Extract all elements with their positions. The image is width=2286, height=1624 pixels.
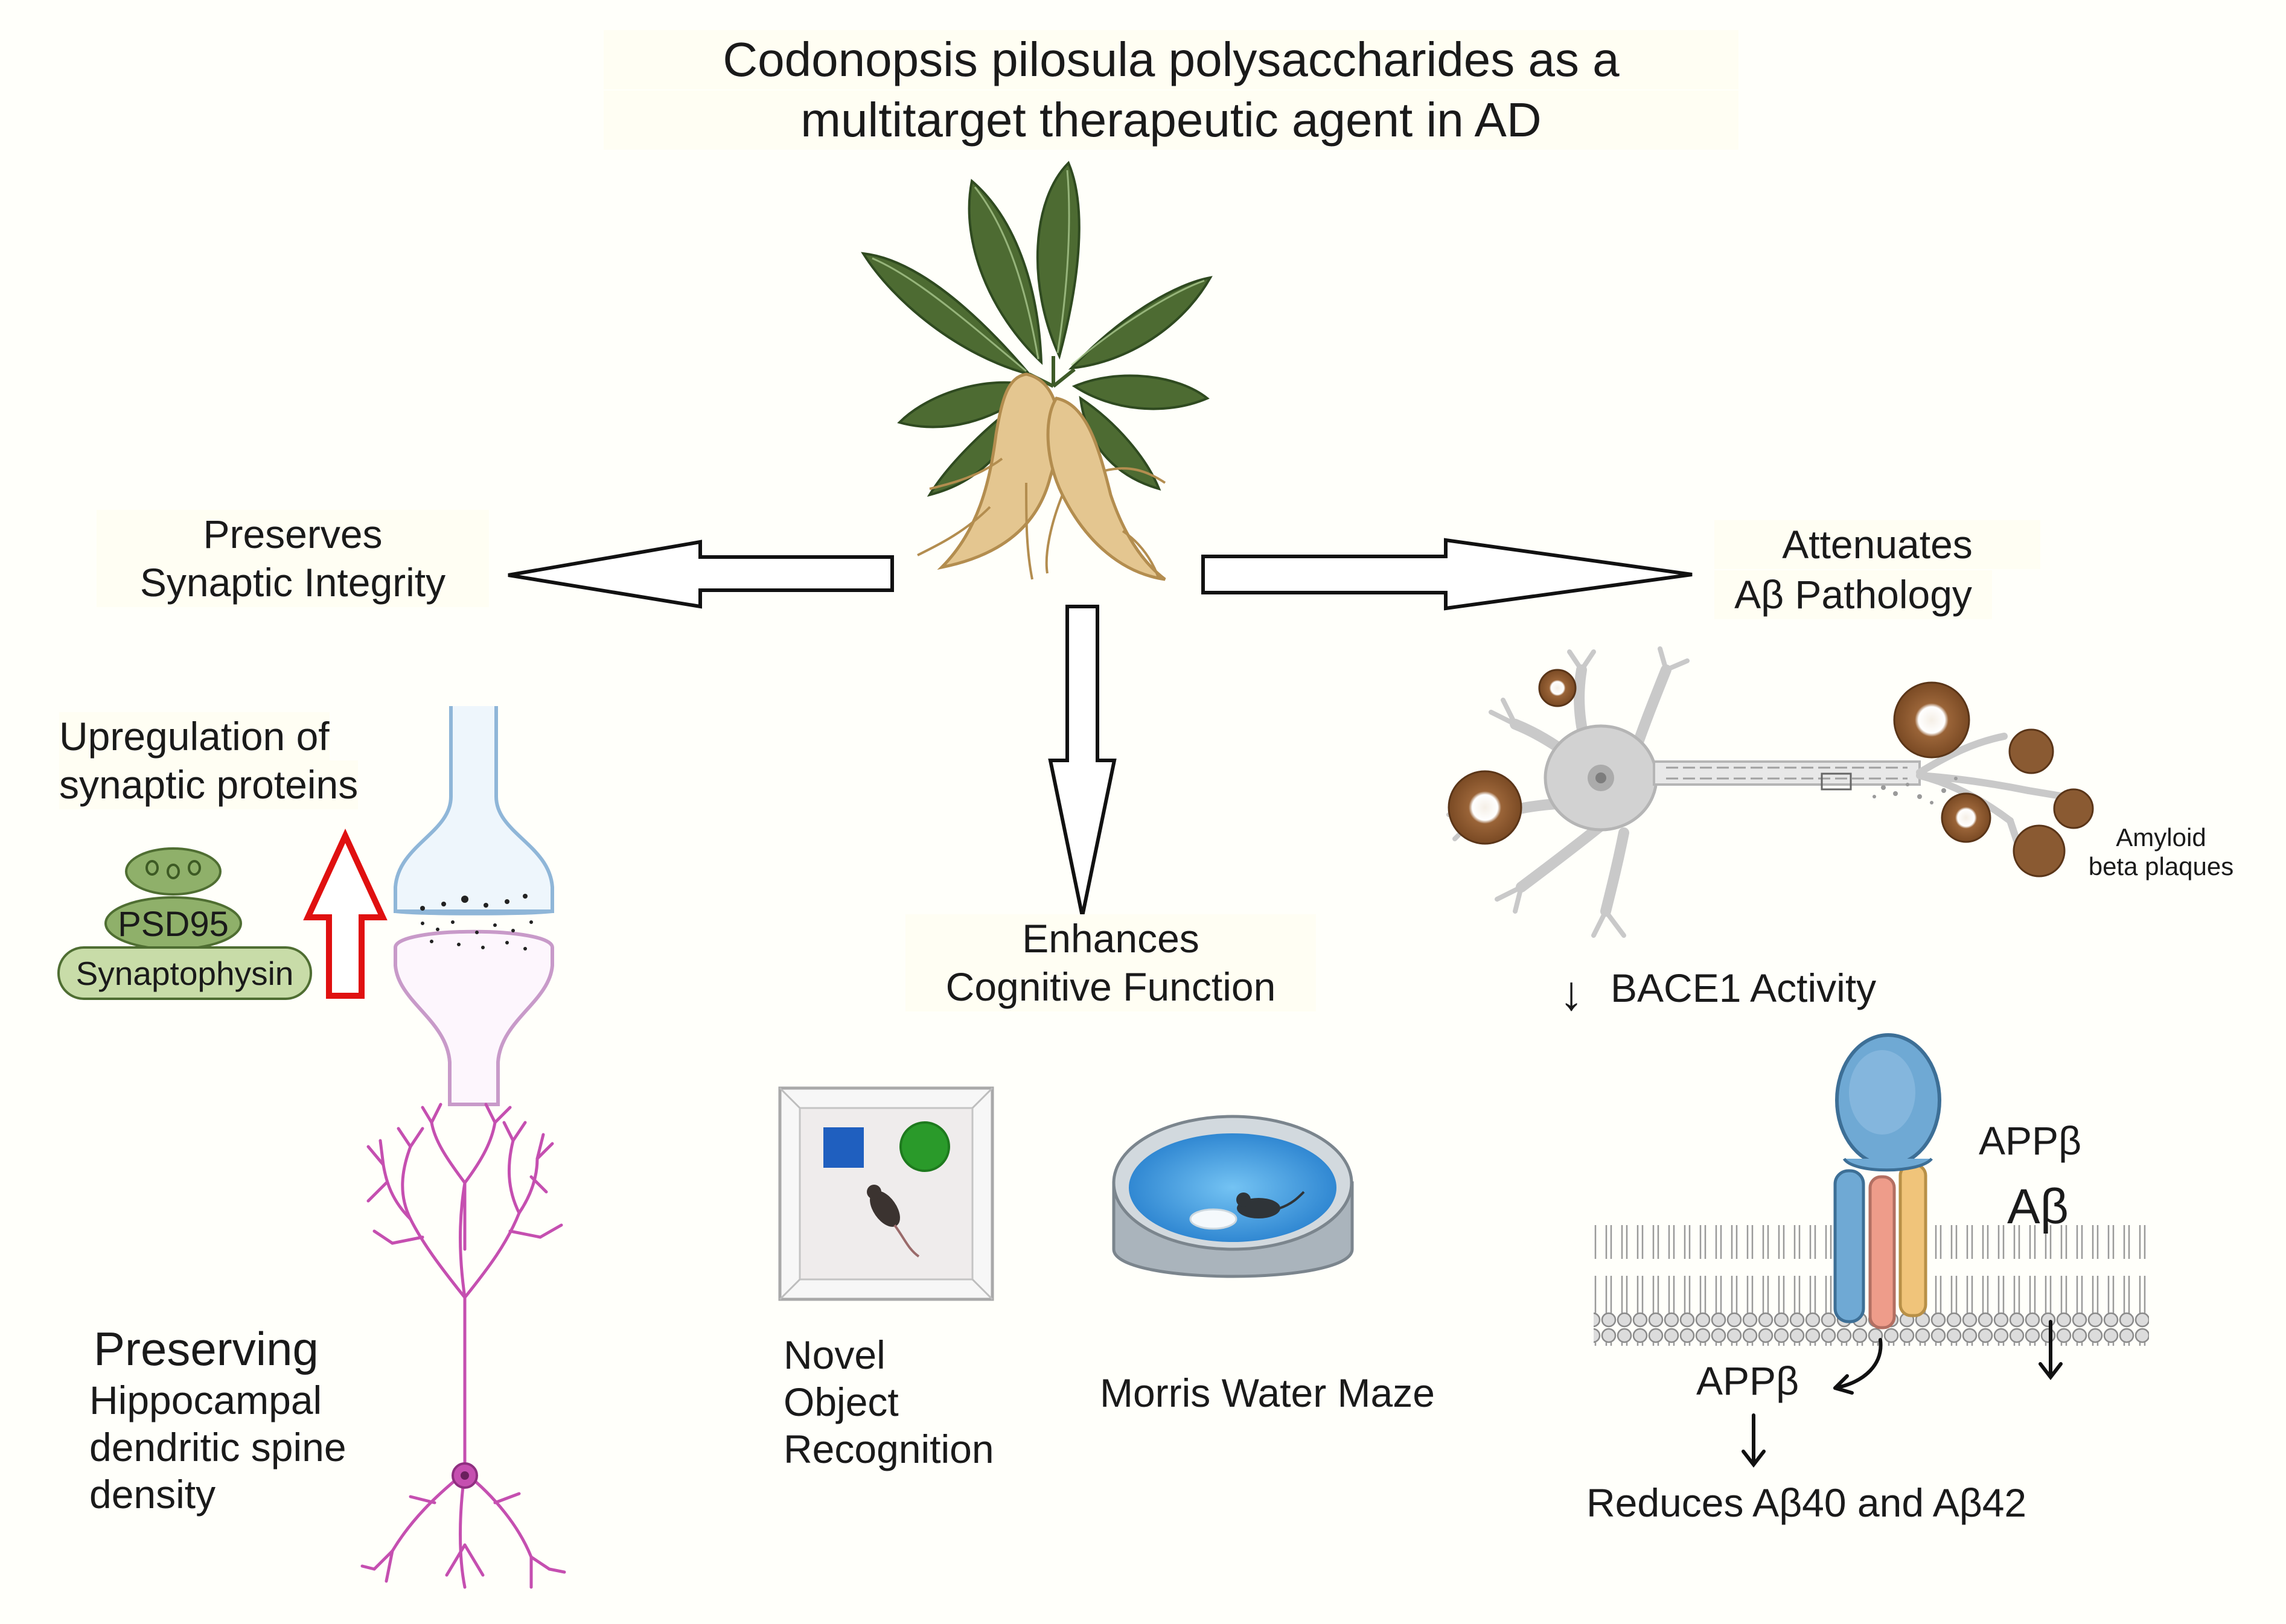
cognitive-heading-line-1: Enhances: [905, 914, 1316, 963]
water-maze-pool: [1112, 1115, 1354, 1278]
novel-object-line-1: Novel: [784, 1333, 886, 1377]
upregulation-arrow: [303, 829, 388, 999]
bace1-decrease-arrow: ↓: [1559, 966, 1583, 1020]
down-arrow: [1048, 605, 1117, 917]
novel-object-line-3: Recognition: [784, 1427, 994, 1471]
synaptic-protein-stack: [57, 847, 312, 1000]
amyloid-plaques-line-1: Amyloid: [2116, 823, 2206, 852]
amyloid-plaques: [1448, 669, 2094, 877]
hippocampal-line-4: density: [89, 1472, 216, 1517]
neuron-with-plaques-illustration: [1446, 646, 2094, 938]
upregulation-line-2: synaptic proteins: [59, 760, 359, 809]
codonopsis-plant-illustration: [861, 161, 1213, 581]
novel-object-arena: [778, 1086, 994, 1301]
bace1-app-complex: [1833, 1033, 1941, 1329]
morris-water-maze-label: Morris Water Maze: [1100, 1371, 1435, 1415]
abeta-heading-line-1: Attenuates: [1714, 520, 2040, 569]
psd95-label: PSD95: [118, 905, 229, 944]
abeta-label: Aβ: [2007, 1179, 2069, 1234]
appb-bottom-label: APPβ: [1696, 1358, 1799, 1403]
left-arrow: [508, 540, 894, 609]
hippocampal-line-1: Preserving: [94, 1322, 319, 1375]
amyloid-plaques-line-2: beta plaques: [2088, 852, 2234, 880]
appb-top-label: APPβ: [1979, 1118, 2082, 1163]
cognitive-heading-line-2: Cognitive Function: [905, 963, 1316, 1011]
bace1-activity-label: BACE1 Activity: [1611, 966, 1877, 1010]
abeta-heading-line-2: Aβ Pathology: [1714, 570, 1992, 619]
right-arrow: [1201, 538, 1693, 611]
hippocampal-line-3: dendritic spine: [89, 1425, 346, 1470]
upregulation-line-1: Upregulation of: [59, 712, 330, 761]
hippocampal-line-2: Hippocampal: [89, 1378, 322, 1422]
synaptic-heading-line-2: Synaptic Integrity: [97, 558, 489, 607]
synapse-illustration: [394, 706, 554, 1106]
reduces-abeta-label: Reduces Aβ40 and Aβ42: [1586, 1480, 2027, 1525]
title-line-1: Codonopsis pilosula polysaccharides as a: [604, 30, 1738, 89]
synaptophysin-label: Synaptophysin: [75, 955, 294, 992]
novel-object-line-2: Object: [784, 1380, 899, 1424]
title-line-2: multitarget therapeutic agent in AD: [604, 91, 1738, 150]
decrease-arrows: [1742, 1320, 2063, 1468]
hippocampal-neuron-illustration: [360, 1103, 566, 1589]
synaptic-heading-line-1: Preserves: [97, 510, 489, 559]
